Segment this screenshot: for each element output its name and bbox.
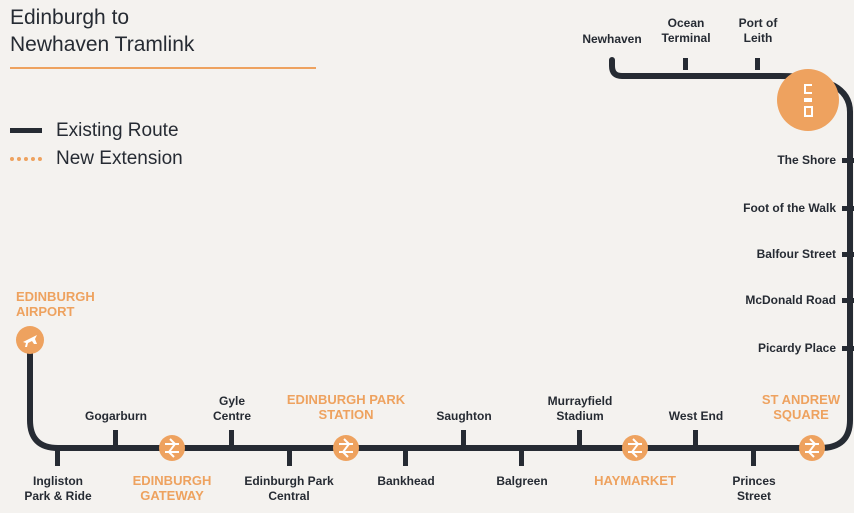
map-title: Edinburgh to Newhaven Tramlink [10, 4, 194, 58]
stop-label-balgreen: Balgreen [496, 474, 548, 488]
stop-tick-saughton [461, 430, 466, 448]
stop-tick-bankhead [403, 448, 408, 466]
stop-label-port-of-leith: Port of Leith [738, 16, 778, 45]
stop-tick-gyle-centre [229, 430, 234, 448]
stop-tick-princes-street [751, 448, 756, 466]
tram-logo-badge [777, 69, 839, 131]
legend-new-extension: New Extension [10, 148, 183, 170]
title-underline [10, 67, 316, 69]
stop-label-edinburgh-gateway: EDINBURGH GATEWAY [132, 473, 212, 503]
stop-label-princes-street: Princes Street [732, 474, 776, 503]
stop-tick-balgreen [519, 448, 524, 466]
stop-tick-port-of-leith [755, 58, 760, 70]
stop-label-west-end: West End [668, 409, 724, 423]
stop-label-picardy-place: Picardy Place [757, 341, 836, 355]
stop-tick-the-shore [842, 158, 854, 163]
stop-label-st-andrew-square: ST ANDREW SQUARE [761, 392, 841, 422]
stop-tick-edinburgh-park-central [287, 448, 292, 466]
stop-tick-gogarburn [113, 430, 118, 448]
stop-label-balfour-street: Balfour Street [756, 247, 836, 261]
stop-label-mcdonald-road: McDonald Road [745, 293, 836, 307]
stop-label-ocean-terminal: Ocean Terminal [661, 16, 711, 45]
stop-label-haymarket: HAYMARKET [594, 473, 676, 488]
stop-label-gogarburn: Gogarburn [85, 409, 147, 423]
stop-label-the-shore: The Shore [777, 153, 836, 167]
map-title-line-1: Edinburgh to [10, 6, 130, 29]
airplane-icon [16, 326, 44, 354]
stop-label-edinburgh-park-station: EDINBURGH PARK STATION [286, 392, 406, 422]
legend-extension-label: New Extension [56, 148, 183, 169]
stop-tick-ocean-terminal [683, 58, 688, 70]
dotted-line-icon [10, 156, 42, 161]
stop-tick-mcdonald-road [842, 298, 854, 303]
legend-existing-route: Existing Route [10, 120, 179, 142]
stop-label-murrayfield-stadium: Murrayfield Stadium [547, 394, 613, 423]
solid-line-icon [10, 128, 42, 134]
stop-tick-west-end [693, 430, 698, 448]
legend-existing-label: Existing Route [56, 120, 179, 141]
rail-icon-st-andrew-square [799, 435, 825, 461]
rail-icon-haymarket [622, 435, 648, 461]
stop-label-ingliston: Ingliston Park & Ride [24, 474, 92, 503]
stop-label-newhaven: Newhaven [582, 32, 642, 46]
rail-icon-edinburgh-gateway [159, 435, 185, 461]
stop-tick-ingliston [55, 448, 60, 466]
rail-icon-edinburgh-park-station [333, 435, 359, 461]
stop-label-edinburgh-airport: EDINBURGH AIRPORT [16, 289, 95, 319]
stop-tick-foot-of-the-walk [842, 206, 854, 211]
stop-label-gyle-centre: Gyle Centre [212, 394, 251, 423]
existing-route-line-north [609, 57, 853, 115]
stop-tick-picardy-place [842, 346, 854, 351]
stop-tick-murrayfield [577, 430, 582, 448]
stop-label-foot-of-the-walk: Foot of the Walk [743, 201, 836, 215]
existing-route-line [27, 109, 853, 451]
map-title-line-2: Newhaven Tramlink [10, 33, 195, 56]
stop-label-edinburgh-park-central: Edinburgh Park Central [244, 474, 334, 503]
stop-label-bankhead: Bankhead [377, 474, 435, 488]
stop-label-saughton: Saughton [436, 409, 492, 423]
stop-tick-balfour-street [842, 252, 854, 257]
